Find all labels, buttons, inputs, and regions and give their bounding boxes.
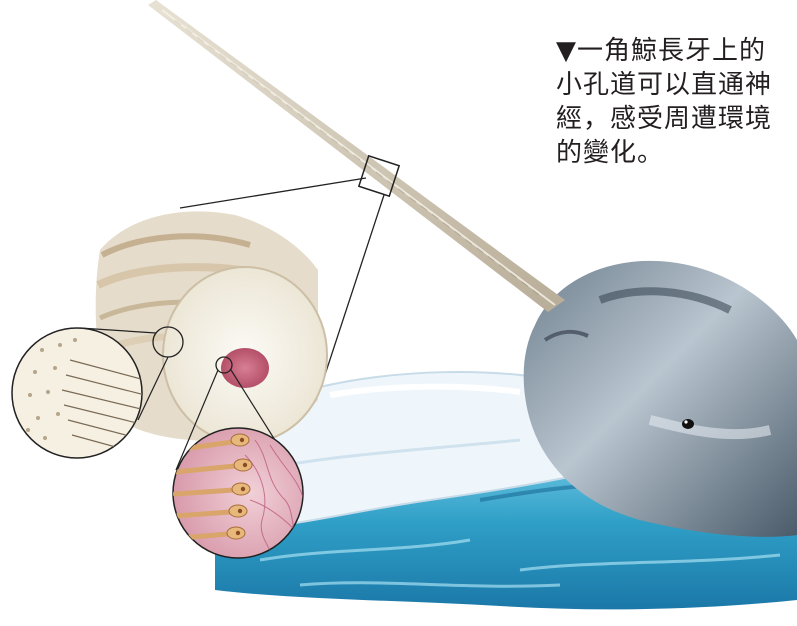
caption-line: 經，感受周遭環境 bbox=[556, 102, 792, 136]
caption: ▼一角鯨長牙上的 小孔道可以直通神 經，感受周遭環境 的變化。 bbox=[556, 34, 792, 170]
caption-line: 的變化。 bbox=[556, 136, 792, 170]
caption-line: ▼一角鯨長牙上的 bbox=[556, 34, 792, 68]
caption-line: 小孔道可以直通神 bbox=[556, 68, 792, 102]
pulp-cavity bbox=[221, 348, 269, 388]
